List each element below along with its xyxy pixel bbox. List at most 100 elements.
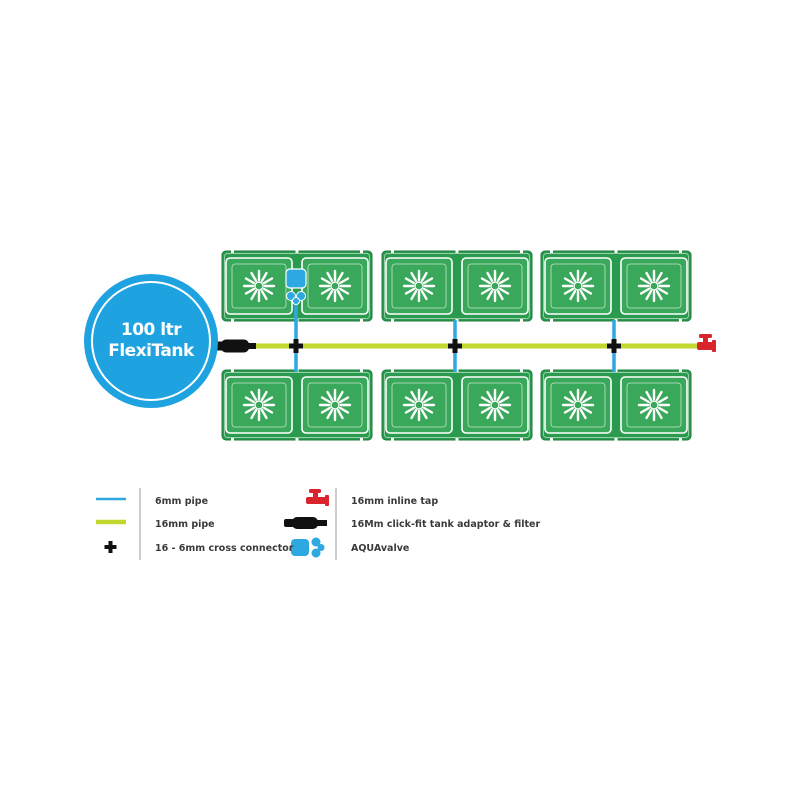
dripper-petal bbox=[498, 277, 510, 285]
pot-frame bbox=[225, 376, 293, 434]
dripper-petal bbox=[336, 289, 344, 301]
dripper-petal bbox=[336, 271, 344, 283]
cross-connector-icon bbox=[607, 339, 621, 353]
legend-cross-connector-icon bbox=[104, 541, 117, 553]
pot-frame bbox=[301, 376, 369, 434]
pot bbox=[544, 376, 612, 434]
tray-notch bbox=[295, 250, 299, 253]
cross-horizontal bbox=[289, 343, 303, 349]
dripper-petal bbox=[260, 390, 268, 402]
pot bbox=[620, 376, 688, 434]
tray-notch bbox=[391, 369, 394, 372]
dripper-petal bbox=[250, 289, 258, 301]
dripper-petal bbox=[244, 406, 256, 414]
tray-notch bbox=[550, 250, 553, 253]
dripper-petal bbox=[655, 289, 663, 301]
flexitank bbox=[84, 274, 218, 408]
aquavalve-body bbox=[285, 268, 307, 289]
dripper-center bbox=[330, 281, 340, 291]
dripper-petal bbox=[410, 390, 418, 402]
legend-tank-adaptor-icon bbox=[284, 517, 327, 529]
aquavalve-lobe bbox=[292, 297, 300, 305]
dripper-center bbox=[254, 400, 264, 410]
pot bbox=[620, 257, 688, 315]
tank-label: 100 ltr FlexiTank bbox=[86, 320, 216, 362]
legend-label-16mm-pipe: 16mm pipe bbox=[155, 519, 215, 530]
dripper-petal bbox=[336, 390, 344, 402]
dripper-petal bbox=[645, 408, 653, 420]
pot bbox=[225, 376, 293, 434]
pot-inner-frame bbox=[626, 382, 682, 428]
tray-notch bbox=[614, 250, 618, 253]
grow-tray bbox=[221, 369, 373, 441]
dripper-petal bbox=[420, 390, 428, 402]
pot-inner-frame bbox=[307, 382, 363, 428]
pot-frame bbox=[544, 376, 612, 434]
dripper-petal bbox=[569, 289, 577, 301]
legend-adaptor-nozzle bbox=[317, 520, 327, 526]
cross-horizontal bbox=[448, 343, 462, 349]
legend-aquavalve-body bbox=[291, 539, 309, 556]
cross-horizontal bbox=[607, 343, 621, 349]
pot bbox=[461, 257, 529, 315]
pot-inner-frame bbox=[307, 263, 363, 309]
dripper-petal bbox=[581, 406, 593, 414]
grow-tray bbox=[540, 369, 692, 441]
inline-tap-icon bbox=[697, 334, 716, 352]
dripper-petal bbox=[581, 396, 593, 404]
dripper-petal bbox=[569, 390, 577, 402]
dripper-petal bbox=[404, 406, 416, 414]
tray-notch bbox=[550, 369, 553, 372]
dripper-icon bbox=[637, 269, 671, 303]
tank-adaptor-icon bbox=[212, 339, 256, 353]
dripper-petal bbox=[262, 396, 274, 404]
tray-notch bbox=[231, 438, 234, 441]
dripper-petal bbox=[326, 289, 334, 301]
dripper-petal bbox=[262, 406, 274, 414]
legend-aquavalve-icon bbox=[291, 537, 325, 558]
dripper-petal bbox=[563, 406, 575, 414]
dripper-petal bbox=[579, 271, 587, 283]
tray-notch bbox=[295, 438, 299, 441]
tray-notch bbox=[614, 369, 618, 372]
legend-label-inline-tap: 16mm inline tap bbox=[351, 496, 439, 507]
pot-inner-frame bbox=[626, 263, 682, 309]
dripper-icon bbox=[318, 388, 352, 422]
tray-notch bbox=[391, 250, 394, 253]
dripper-petal bbox=[338, 406, 350, 414]
pot bbox=[385, 257, 453, 315]
legend-adaptor-filter bbox=[292, 517, 318, 529]
pot-frame bbox=[544, 257, 612, 315]
tank-label-line1: 100 ltr bbox=[120, 320, 182, 340]
dripper-petal bbox=[422, 406, 434, 414]
dripper-petal bbox=[250, 408, 258, 420]
pot bbox=[301, 376, 369, 434]
dripper-petal bbox=[244, 396, 256, 404]
tray-notch bbox=[520, 319, 523, 322]
dripper-petal bbox=[498, 287, 510, 295]
dripper-petal bbox=[657, 287, 669, 295]
dripper-petal bbox=[250, 390, 258, 402]
tray-notch bbox=[614, 438, 618, 441]
tray-notch bbox=[455, 319, 459, 322]
dripper-center bbox=[254, 281, 264, 291]
dripper-petal bbox=[657, 396, 669, 404]
pot bbox=[385, 376, 453, 434]
dripper-icon bbox=[318, 269, 352, 303]
dripper-icon bbox=[402, 269, 436, 303]
pot-inner-frame bbox=[467, 263, 523, 309]
tap-stem bbox=[703, 336, 708, 348]
legend-label-tank-adaptor: 16Mm click-fit tank adaptor & filter bbox=[351, 519, 541, 530]
tray-notch bbox=[231, 250, 234, 253]
dripper-icon bbox=[478, 388, 512, 422]
tank-ring bbox=[91, 281, 211, 401]
dripper-petal bbox=[262, 287, 274, 295]
dripper-icon bbox=[478, 269, 512, 303]
dripper-petal bbox=[480, 277, 492, 285]
legend-label-6mm-pipe: 6mm pipe bbox=[155, 496, 209, 507]
dripper-petal bbox=[422, 277, 434, 285]
pot-inner-frame bbox=[467, 382, 523, 428]
dripper-petal bbox=[645, 289, 653, 301]
grow-tray bbox=[540, 250, 692, 322]
dripper-petal bbox=[581, 277, 593, 285]
